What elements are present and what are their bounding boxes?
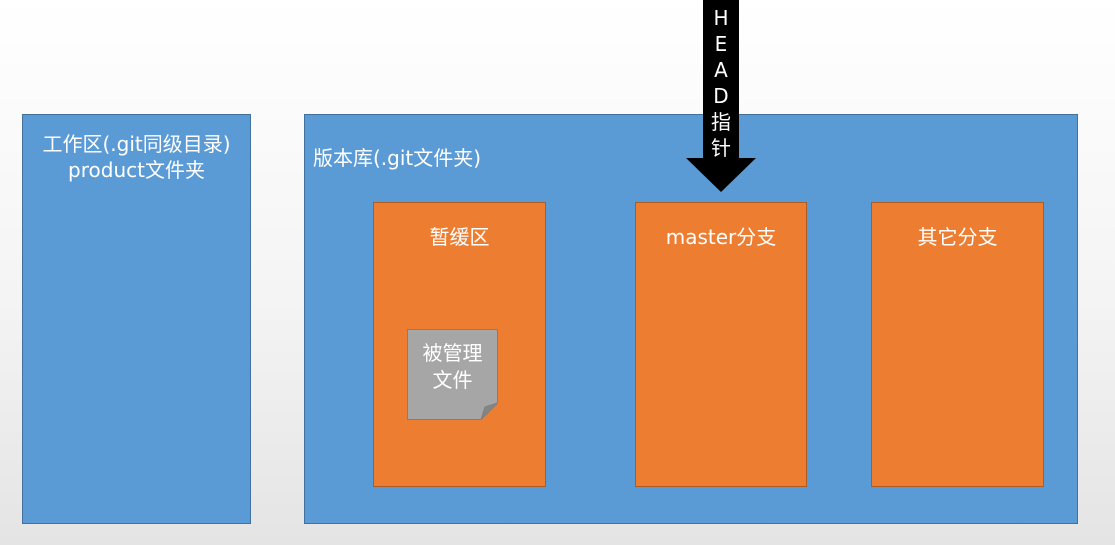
head-pointer-label: H E A D 指 针	[711, 6, 731, 160]
managed-file-label: 被管理 文件	[422, 341, 483, 392]
master-branch-title: master分支	[665, 225, 777, 249]
managed-file-icon	[407, 329, 498, 420]
stage-area-title: 暂缓区	[429, 225, 490, 249]
other-branches-title: 其它分支	[917, 225, 998, 249]
workspace-title-line1: 工作区(.git同级目录)	[42, 132, 231, 156]
head-pointer-arrow-icon	[686, 0, 756, 192]
other-branches-box: 其它分支	[871, 202, 1044, 487]
workspace-title-line2: product文件夹	[68, 158, 205, 182]
repository-title: 版本库(.git文件夹)	[313, 146, 482, 170]
workspace-box: 工作区(.git同级目录) product文件夹	[22, 114, 251, 524]
master-branch-box: master分支	[635, 202, 807, 487]
